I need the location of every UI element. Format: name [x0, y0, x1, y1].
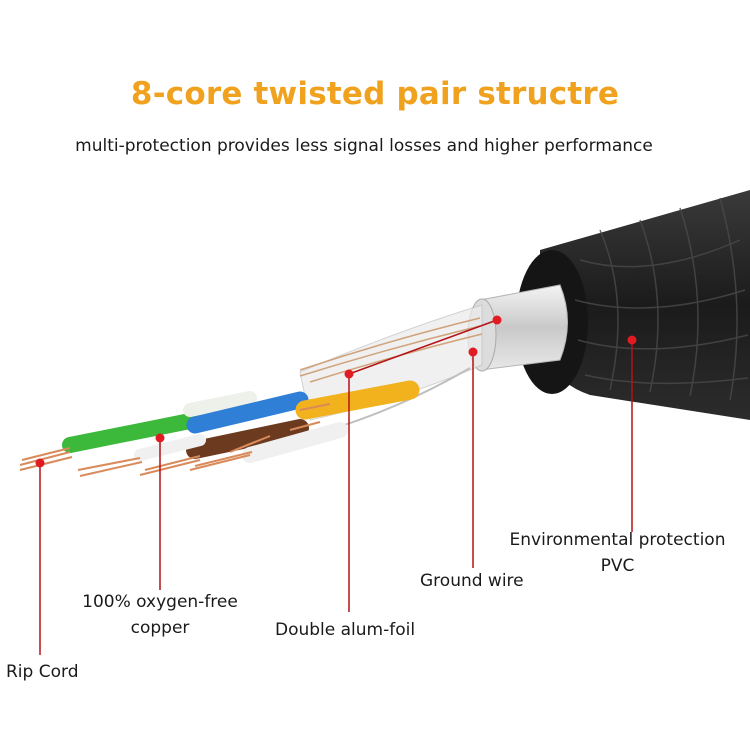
alum-foil-shield [289, 284, 568, 441]
label-pvc-line1: Environmental protection [509, 530, 726, 550]
label-rip-cord: Rip Cord [6, 662, 79, 682]
label-copper-line1: 100% oxygen-free [82, 592, 238, 612]
label-ground-wire: Ground wire [420, 571, 524, 591]
green-white-wire [183, 391, 257, 417]
orange-wire [295, 380, 420, 420]
label-alum-foil: Double alum-foil [275, 620, 416, 640]
green-wire [62, 412, 203, 453]
label-copper: 100% oxygen-free copper [60, 589, 260, 641]
brown-wire [186, 419, 309, 459]
callout-lines [39, 319, 633, 655]
label-pvc-line2: PVC [600, 556, 635, 576]
callout-dots [35, 315, 637, 468]
label-copper-line2: copper [130, 618, 190, 638]
diagram-title: 8-core twisted pair structre [130, 76, 620, 112]
label-pvc: Environmental protection PVC [495, 527, 740, 579]
twisted-pairs [62, 380, 420, 463]
copper-conductors [19, 403, 331, 477]
diagram-subtitle: multi-protection provides less signal lo… [75, 136, 653, 156]
white-wires [242, 422, 348, 463]
blue-wire [186, 391, 309, 434]
